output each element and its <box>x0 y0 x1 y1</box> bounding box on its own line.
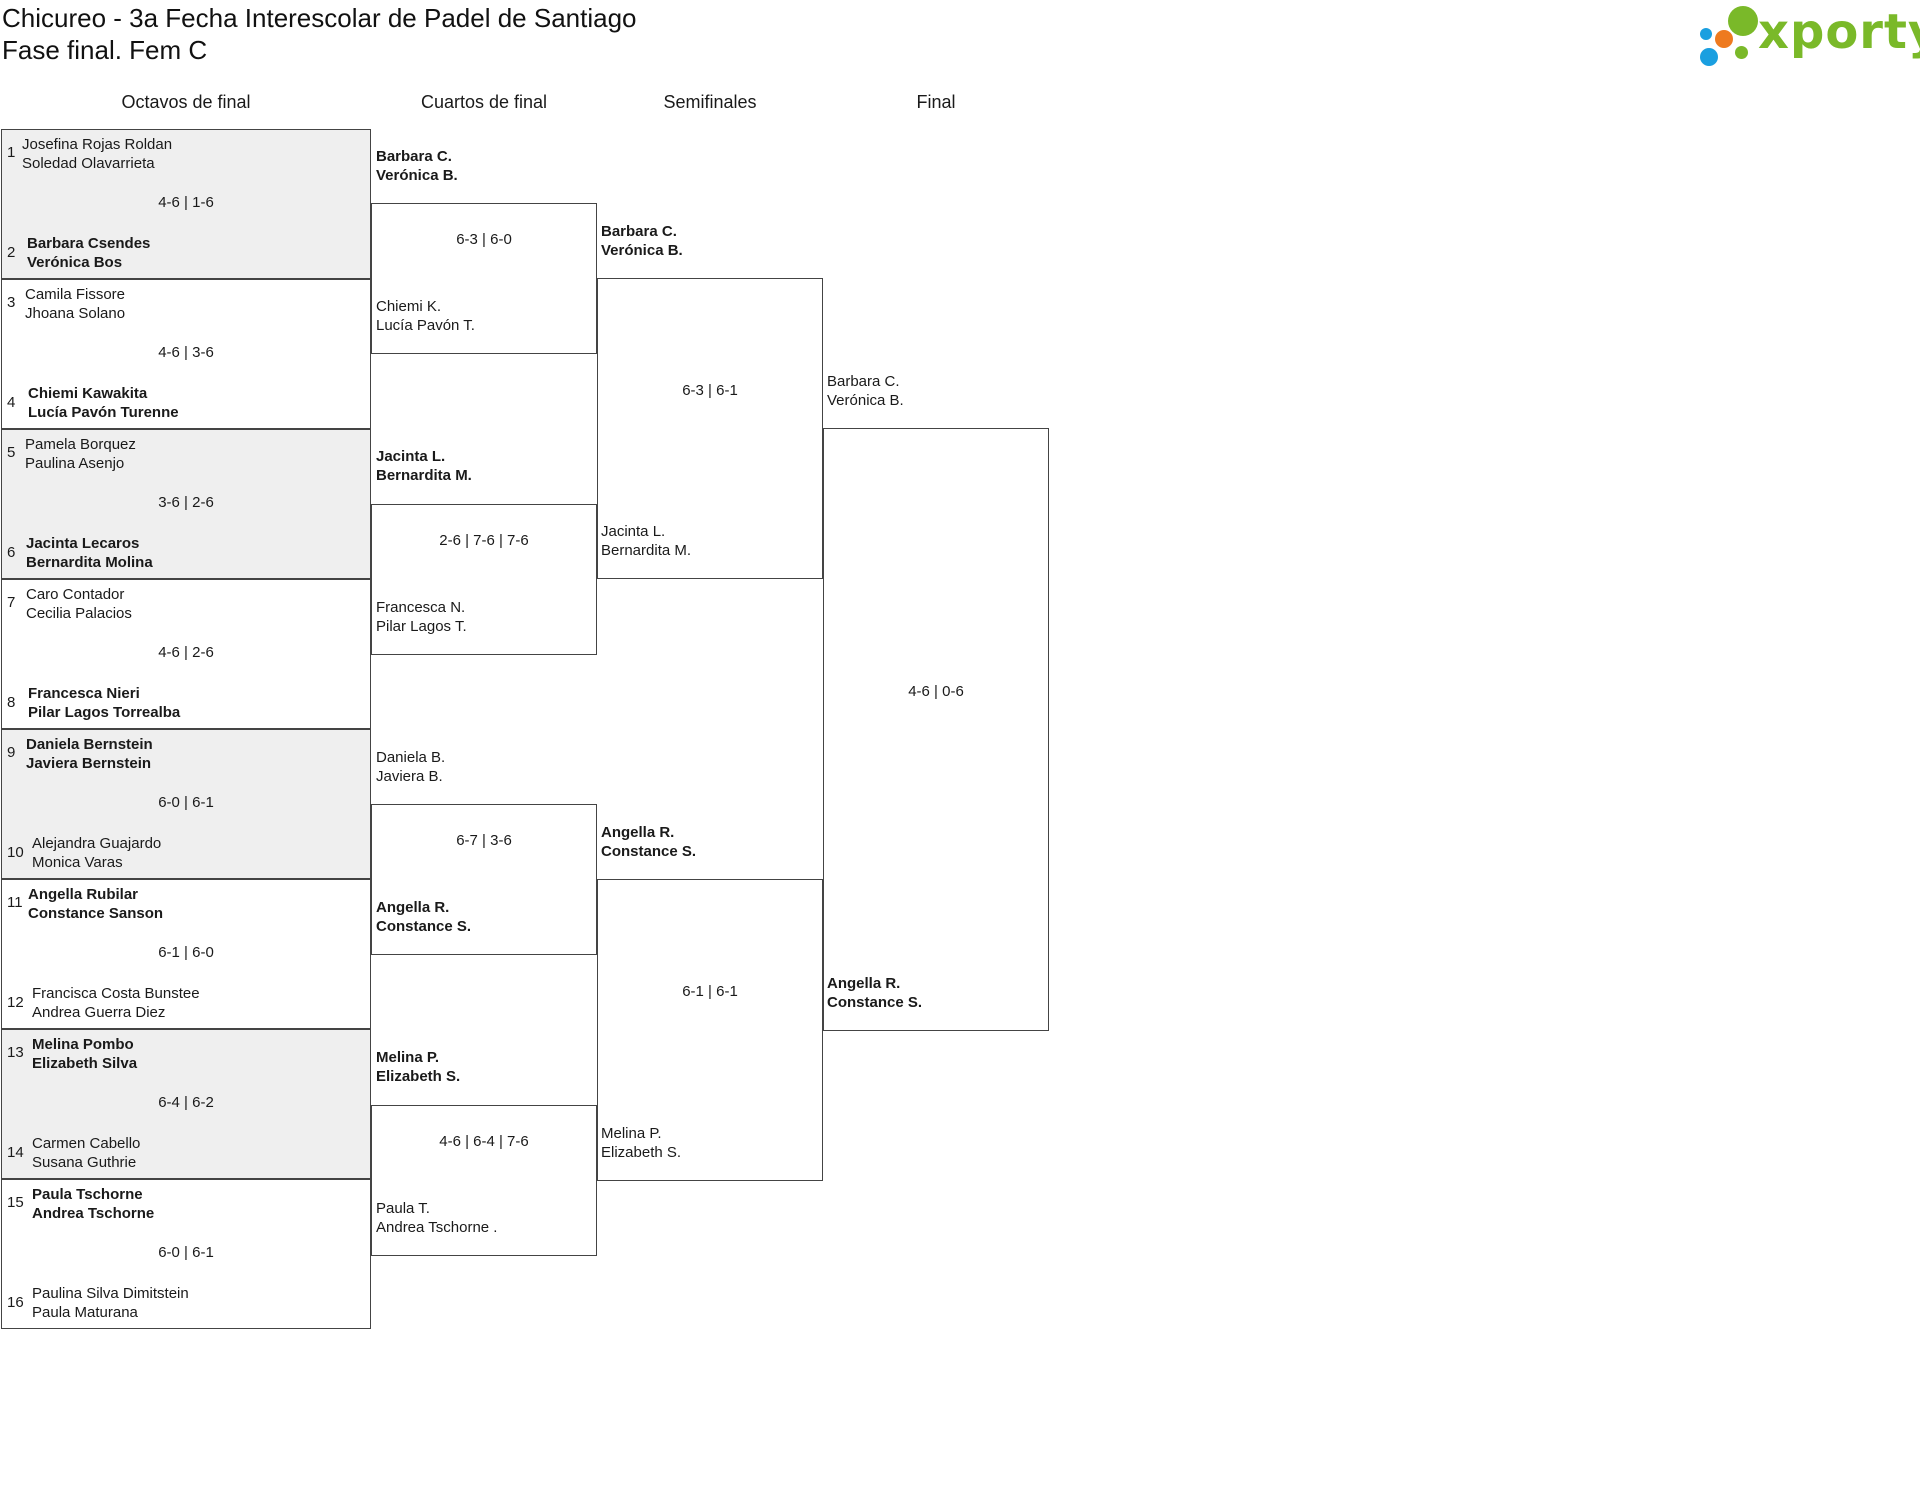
sf-2-top-team: Angella R.Constance S. <box>601 824 697 860</box>
seed-number: 15 <box>7 1194 24 1211</box>
final-score: 4-6 | 0-6 <box>908 683 964 700</box>
seed-number: 16 <box>7 1294 24 1311</box>
seed-number: 9 <box>7 744 16 761</box>
match-score: 4-6 | 3-6 <box>158 344 214 361</box>
seed-number: 13 <box>7 1044 24 1061</box>
seed-number: 12 <box>7 994 24 1011</box>
qf-3-bracket <box>371 804 597 955</box>
logo-dot-blue-large-icon <box>1700 48 1718 66</box>
page-subtitle: Fase final. Fem C <box>2 35 208 65</box>
sf-1-bracket <box>597 278 823 579</box>
match-score: 6-0 | 6-1 <box>158 1244 214 1261</box>
seed-number: 14 <box>7 1144 24 1161</box>
seed-number: 6 <box>7 544 16 561</box>
round-header-cuartos: Cuartos de final <box>420 92 548 112</box>
match-score: 6-4 | 6-2 <box>158 1094 214 1111</box>
match-score: 4-6 | 2-6 <box>158 644 214 661</box>
seed-number: 4 <box>7 394 16 411</box>
seed-number: 2 <box>7 244 16 261</box>
qf-2-bottom-team: Francesca N.Pilar Lagos T. <box>376 599 467 635</box>
sf-1-score: 6-3 | 6-1 <box>682 382 738 399</box>
final-bottom-team: Angella R.Constance S. <box>827 975 923 1011</box>
page-title: Chicureo - 3a Fecha Interescolar de Pade… <box>2 3 637 33</box>
qf-1-bracket <box>371 203 597 354</box>
seed-number: 3 <box>7 294 16 311</box>
match-score: 4-6 | 1-6 <box>158 194 214 211</box>
sf-2-bottom-team: Melina P.Elizabeth S. <box>601 1125 682 1161</box>
seed-number: 7 <box>7 594 16 611</box>
match-score: 6-1 | 6-0 <box>158 944 214 961</box>
logo-text: xporty <box>1758 4 1920 60</box>
round-header-octavos: Octavos de final <box>121 92 251 112</box>
sf-1-bottom-team: Jacinta L.Bernardita M. <box>601 523 692 559</box>
qf-2-bracket <box>371 504 597 655</box>
match-score: 3-6 | 2-6 <box>158 494 214 511</box>
round-header-semifinales: Semifinales <box>663 92 757 112</box>
sf-2-score: 6-1 | 6-1 <box>682 983 738 1000</box>
match-score: 6-0 | 6-1 <box>158 794 214 811</box>
qf-2-score: 2-6 | 7-6 | 7-6 <box>439 532 529 549</box>
qf-4-bracket <box>371 1105 597 1256</box>
round-header-final: Final <box>916 92 956 112</box>
qf-4-bottom-team: Paula T.Andrea Tschorne . <box>376 1200 498 1236</box>
logo-dot-orange-icon <box>1715 30 1733 48</box>
final-bracket <box>823 428 1049 1031</box>
qf-3-top-team: Daniela B.Javiera B. <box>376 749 446 785</box>
logo-dot-green-small-icon <box>1735 46 1748 59</box>
xporty-logo[interactable]: xporty <box>1690 4 1920 68</box>
qf-1-top-team: Barbara C.Verónica B. <box>376 148 458 184</box>
qf-4-top-team: Melina P.Elizabeth S. <box>376 1049 461 1085</box>
qf-3-bottom-team: Angella R.Constance S. <box>376 899 472 935</box>
sf-2-bracket <box>597 879 823 1181</box>
seed-number: 10 <box>7 844 24 861</box>
qf-3-score: 6-7 | 3-6 <box>456 832 512 849</box>
logo-dot-blue-small-icon <box>1700 28 1712 40</box>
qf-1-score: 6-3 | 6-0 <box>456 231 512 248</box>
qf-2-top-team: Jacinta L.Bernardita M. <box>376 448 472 484</box>
seed-number: 11 <box>7 894 23 911</box>
seed-number: 1 <box>7 144 16 161</box>
final-top-team: Barbara C.Verónica B. <box>827 373 904 409</box>
logo-dot-green-large-icon <box>1728 6 1758 36</box>
qf-4-score: 4-6 | 6-4 | 7-6 <box>439 1133 529 1150</box>
sf-1-top-team: Barbara C.Verónica B. <box>601 223 683 259</box>
seed-number: 5 <box>7 444 16 461</box>
seed-number: 8 <box>7 694 16 711</box>
qf-1-bottom-team: Chiemi K.Lucía Pavón T. <box>376 298 475 334</box>
